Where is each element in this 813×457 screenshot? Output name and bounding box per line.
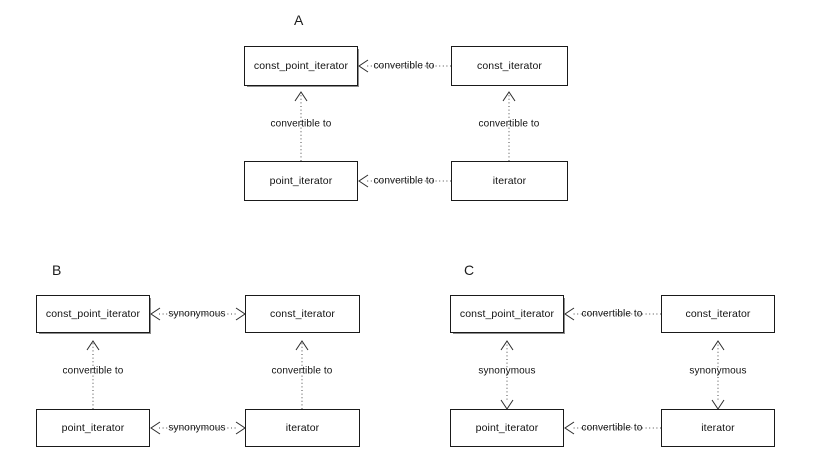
panel-label-a: A xyxy=(294,12,304,28)
edge-label-a-left-vertical: convertible to xyxy=(268,118,334,130)
edge-label-b-bottom-horizontal: synonymous xyxy=(166,422,228,434)
node-c-iterator[interactable]: iterator xyxy=(661,409,775,447)
node-b-const-point-iterator[interactable]: const_point_iterator xyxy=(36,295,150,333)
edge-label-a-top-horizontal: convertible to xyxy=(371,60,437,72)
node-a-const-iterator[interactable]: const_iterator xyxy=(451,46,568,86)
panel-label-c: C xyxy=(464,262,475,278)
node-a-point-iterator[interactable]: point_iterator xyxy=(244,161,358,201)
edge-label-a-right-vertical: convertible to xyxy=(476,118,542,130)
edge-label-c-top-horizontal: convertible to xyxy=(579,308,645,320)
edge-label-b-top-horizontal: synonymous xyxy=(166,308,228,320)
edge-label-c-right-vertical: synonymous xyxy=(687,365,749,377)
edge-label-b-right-vertical: convertible to xyxy=(269,365,335,377)
node-c-const-point-iterator[interactable]: const_point_iterator xyxy=(450,295,564,333)
edge-label-a-bottom-horizontal: convertible to xyxy=(371,175,437,187)
edge-label-b-left-vertical: convertible to xyxy=(60,365,126,377)
edge-label-c-left-vertical: synonymous xyxy=(476,365,538,377)
node-b-point-iterator[interactable]: point_iterator xyxy=(36,409,150,447)
node-b-const-iterator[interactable]: const_iterator xyxy=(245,295,360,333)
node-a-iterator[interactable]: iterator xyxy=(451,161,568,201)
edge-label-c-bottom-horizontal: convertible to xyxy=(579,422,645,434)
node-b-iterator[interactable]: iterator xyxy=(245,409,360,447)
node-c-const-iterator[interactable]: const_iterator xyxy=(661,295,775,333)
node-c-point-iterator[interactable]: point_iterator xyxy=(450,409,564,447)
node-a-const-point-iterator[interactable]: const_point_iterator xyxy=(244,46,358,86)
panel-label-b: B xyxy=(52,262,62,278)
